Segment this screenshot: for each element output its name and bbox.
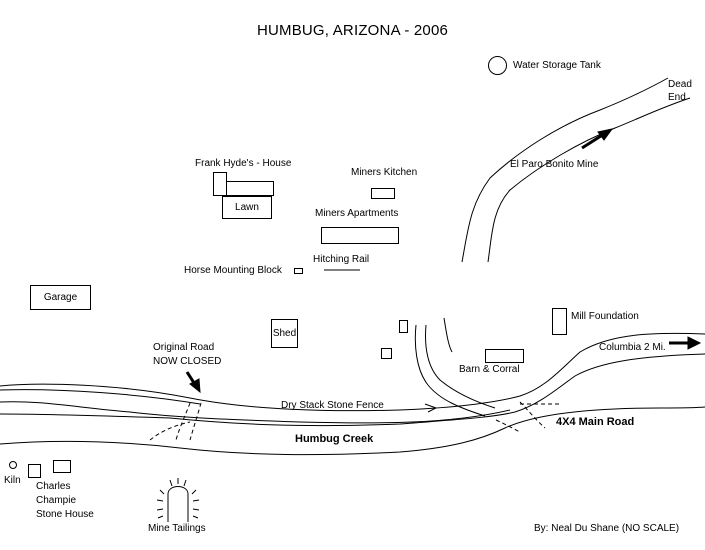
label-credit: By: Neal Du Shane (NO SCALE)	[534, 523, 680, 534]
lawn: Lawn	[222, 196, 272, 219]
label-el-paro-mine: El Paro Bonito Mine	[510, 159, 599, 170]
mine-tailings	[167, 486, 189, 522]
creek-upper-north	[0, 389, 201, 405]
mine-road-east-edge	[487, 97, 691, 263]
map-title: HUMBUG, ARIZONA - 2006	[256, 22, 449, 39]
creek-north-bank	[0, 401, 511, 424]
garage: Garage	[30, 285, 91, 310]
label-frank-house: Frank Hyde's - House	[195, 158, 292, 169]
charles-building-2	[53, 460, 71, 473]
label-mill-foundation: Mill Foundation	[571, 311, 639, 322]
mine-road-west-edge	[461, 77, 669, 263]
label-hitching-rail: Hitching Rail	[313, 254, 370, 265]
label-charles-3: Stone House	[36, 509, 94, 520]
label-humbug-creek: Humbug Creek	[295, 433, 374, 445]
label-mine-tailings: Mine Tailings	[148, 523, 206, 534]
label-dead-end-2: End	[668, 92, 686, 103]
main-road-south-edge	[0, 353, 705, 427]
label-charles-1: Charles	[36, 481, 71, 492]
barn-road-west	[414, 324, 486, 417]
barn-road-2	[443, 317, 453, 353]
kiln-icon	[9, 461, 17, 469]
label-stone-fence: Dry Stack Stone Fence	[281, 400, 384, 411]
small-building-1	[399, 320, 408, 333]
barn-corral	[485, 349, 524, 363]
label-original-road-1: Original Road	[153, 342, 215, 353]
label-kiln: Kiln	[4, 475, 21, 486]
dead-end-arrow	[581, 132, 605, 150]
miners-kitchen	[371, 188, 395, 199]
creek-south-bank	[0, 406, 705, 456]
label-main-road: 4X4 Main Road	[556, 416, 635, 428]
label-water-tank: Water Storage Tank	[513, 60, 601, 71]
frank-house-ell	[213, 172, 227, 196]
water-tank-icon	[488, 56, 507, 75]
horse-mounting-block	[294, 268, 303, 274]
label-miners-kitchen: Miners Kitchen	[351, 167, 418, 178]
original-road-closed	[175, 402, 191, 441]
label-charles-2: Champie	[36, 495, 77, 506]
label-horse-block: Horse Mounting Block	[184, 265, 282, 276]
label-columbia: Columbia 2 Mi.	[599, 342, 666, 353]
main-road-north-edge	[0, 332, 705, 412]
label-miners-apartments: Miners Apartments	[315, 208, 399, 219]
shed: Shed	[271, 319, 298, 348]
charles-building-1	[28, 464, 41, 478]
tailings-ticks	[156, 478, 200, 519]
small-building-2	[381, 348, 392, 359]
label-barn-corral: Barn & Corral	[459, 364, 520, 375]
mill-foundation	[552, 308, 567, 335]
label-dead-end-1: Dead	[668, 79, 692, 90]
barn-road-east	[425, 324, 496, 409]
frank-house	[226, 181, 274, 196]
label-original-road-2: NOW CLOSED	[153, 356, 222, 367]
miners-apartments	[321, 227, 399, 244]
